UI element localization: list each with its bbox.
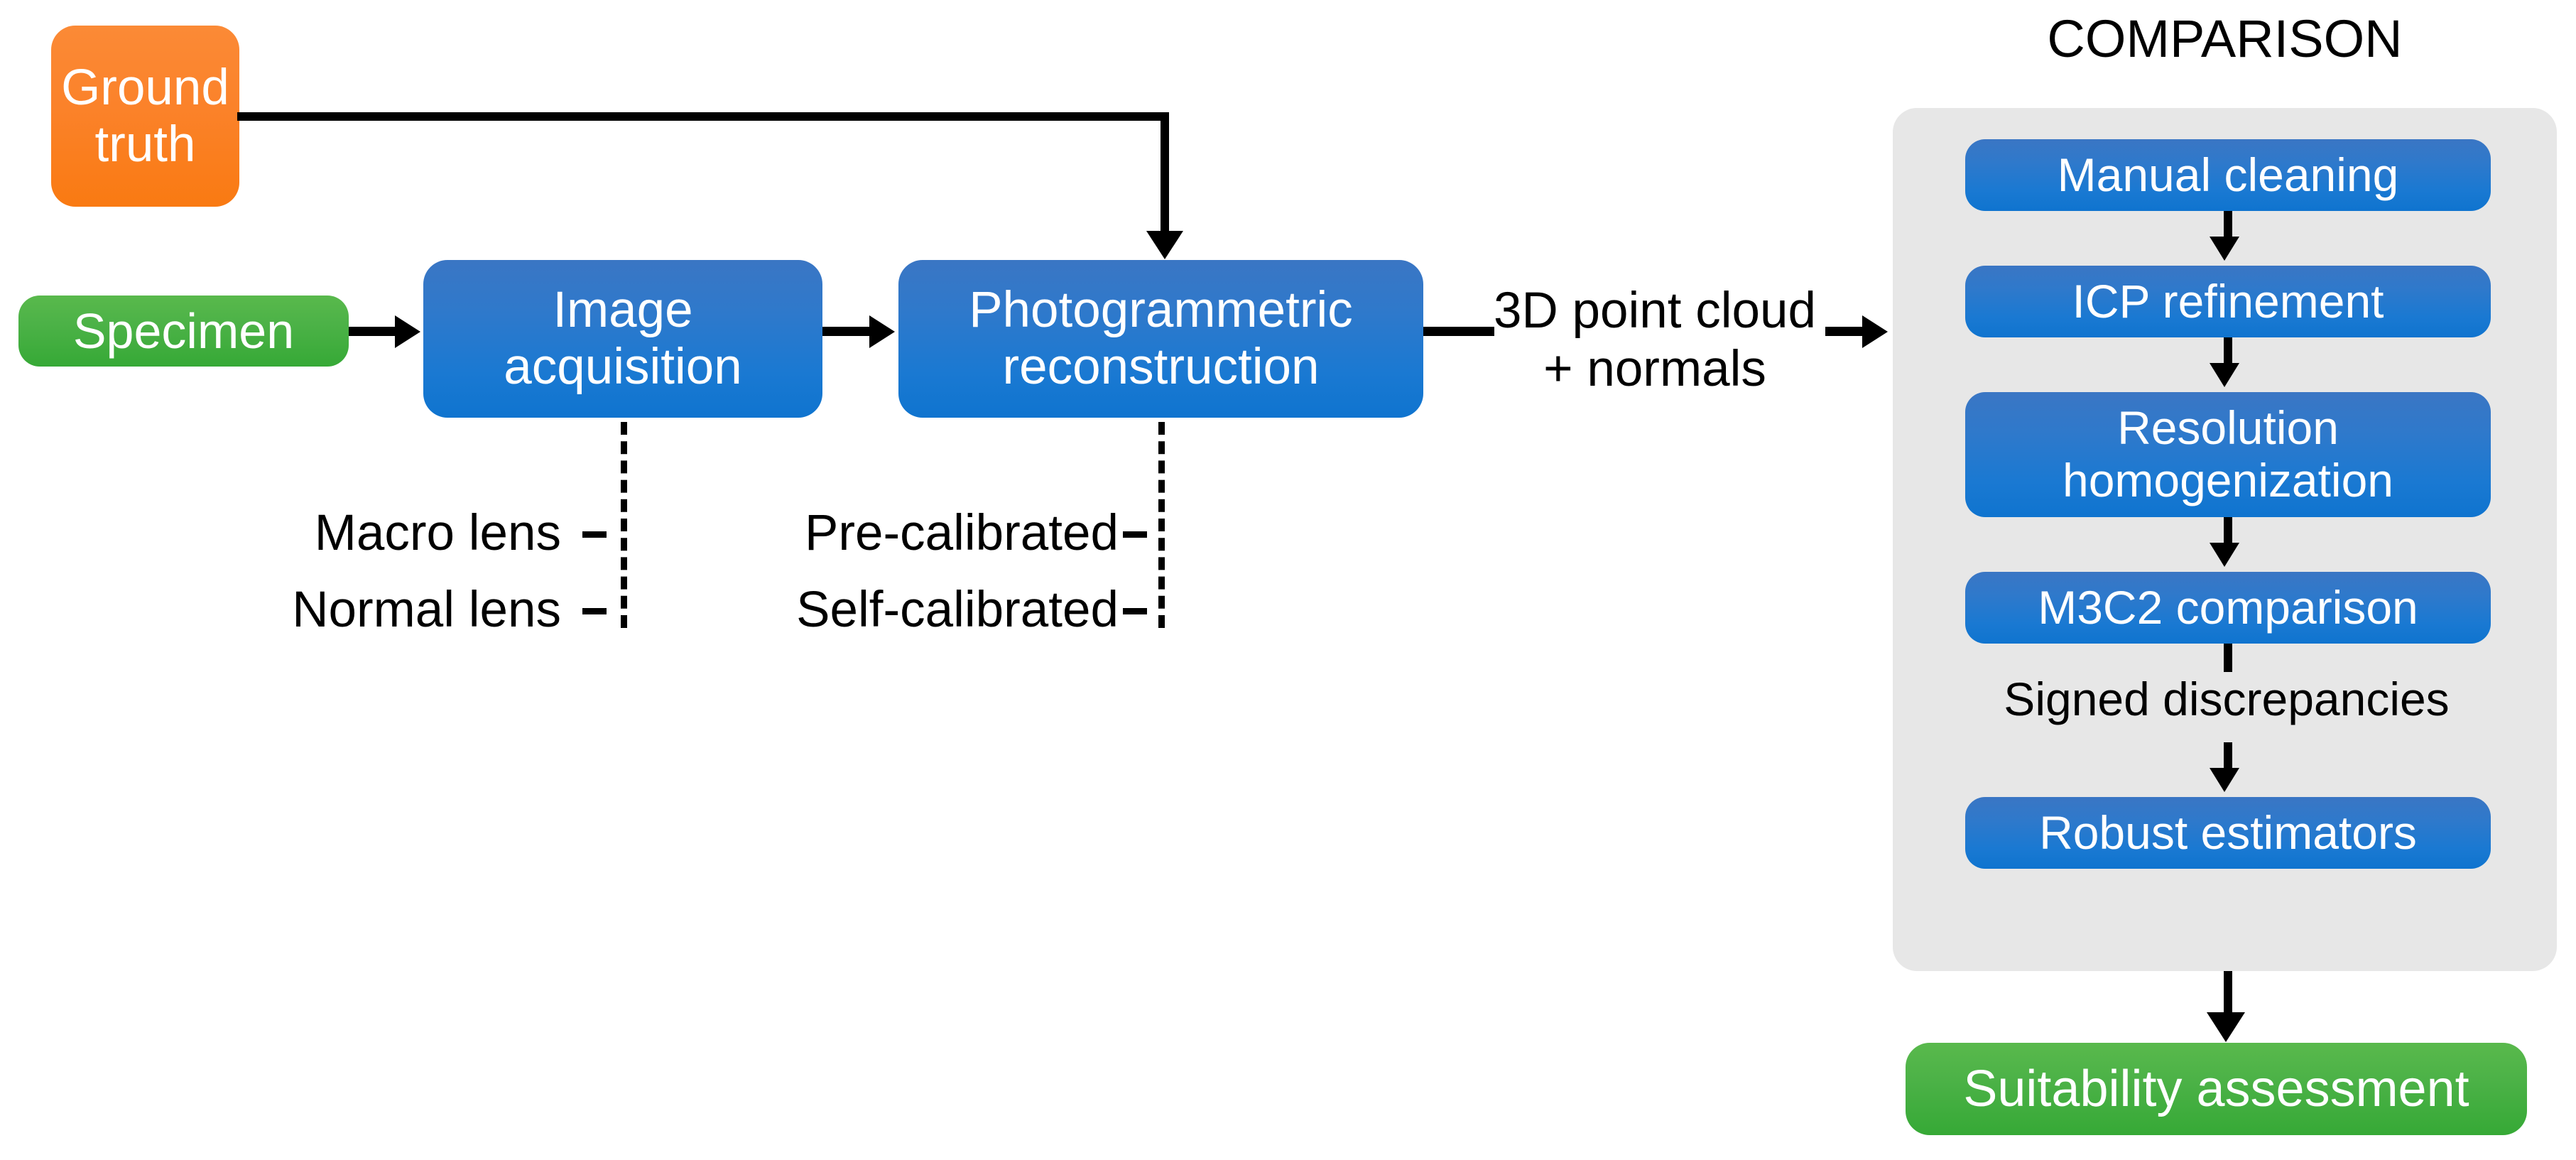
node-m3c2-comparison[interactable]: M3C2 comparison: [1965, 572, 2491, 644]
node-manual-cleaning[interactable]: Manual cleaning: [1965, 139, 2491, 211]
dash-tick-normal-lens: [582, 608, 607, 614]
node-icp-refinement[interactable]: ICP refinement: [1965, 266, 2491, 337]
connector-comparison-to-suitability: [2224, 971, 2232, 1021]
arrowhead-manual-cleaning-to-icp: [2210, 237, 2239, 261]
node-robust-estimators[interactable]: Robust estimators: [1965, 797, 2491, 869]
connector-ground-truth-horizontal: [237, 112, 1169, 121]
label-self-calibrated: Self-calibrated: [796, 582, 1119, 638]
comparison-group-title: COMPARISON: [2047, 9, 2403, 68]
connector-resolution-to-m3c2: [2224, 517, 2232, 550]
arrowhead-specimen-to-acquisition: [395, 315, 420, 348]
arrowhead-resolution-to-m3c2: [2210, 543, 2239, 567]
arrowhead-pointcloud-to-comparison: [1862, 315, 1888, 348]
arrowhead-icp-to-resolution: [2210, 363, 2239, 387]
node-photogrammetric-reconstruction[interactable]: Photogrammetric reconstruction: [898, 260, 1423, 418]
node-resolution-homogenization[interactable]: Resolution homogenization: [1965, 392, 2491, 517]
connector-m3c2-to-discrepancies: [2224, 644, 2232, 672]
node-suitability-assessment[interactable]: Suitability assessment: [1906, 1043, 2527, 1135]
label-signed-discrepancies: Signed discrepancies: [2004, 673, 2450, 725]
label-normal-lens: Normal lens: [292, 582, 561, 638]
label-pre-calibrated: Pre-calibrated: [805, 505, 1119, 561]
connector-pointcloud-to-comparison: [1825, 327, 1868, 336]
arrowhead-acquisition-to-reconstruction: [869, 315, 895, 348]
dash-tick-self-calibrated: [1123, 608, 1147, 614]
arrowhead-discrepancies-to-robust: [2210, 768, 2239, 792]
label-3d-point-cloud: 3D point cloud + normals: [1494, 283, 1816, 398]
dashed-branch-acquisition: [621, 422, 627, 628]
dash-tick-macro-lens: [582, 531, 607, 538]
connector-discrepancies-to-robust: [2224, 742, 2232, 775]
node-ground-truth[interactable]: Ground truth: [51, 26, 239, 207]
connector-specimen-to-acquisition: [349, 327, 398, 336]
node-image-acquisition[interactable]: Image acquisition: [423, 260, 822, 418]
dashed-branch-reconstruction: [1158, 422, 1165, 628]
connector-ground-truth-vertical: [1161, 112, 1169, 234]
node-specimen[interactable]: Specimen: [18, 296, 349, 367]
label-macro-lens: Macro lens: [314, 505, 561, 561]
connector-icp-to-resolution: [2224, 337, 2232, 370]
arrowhead-comparison-to-suitability: [2207, 1012, 2245, 1042]
connector-acquisition-to-reconstruction: [822, 327, 874, 336]
connector-reconstruction-to-pointcloud: [1423, 327, 1494, 336]
connector-manual-cleaning-to-icp: [2224, 211, 2232, 244]
dash-tick-pre-calibrated: [1123, 531, 1147, 538]
arrowhead-ground-truth-to-reconstruction: [1146, 231, 1183, 259]
